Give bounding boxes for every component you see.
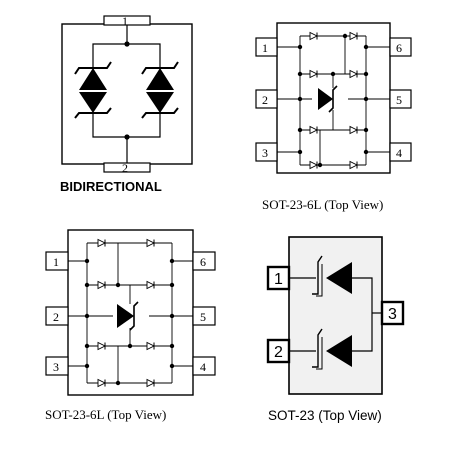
sot23-6l-bl-pin-1-label: 1 <box>53 255 59 269</box>
sot23-6l-bl-tvs-diode <box>113 301 149 331</box>
sot23-6l-tr-pin-6-label: 6 <box>396 41 402 55</box>
bidirectional-caption: BIDIRECTIONAL <box>60 179 162 194</box>
sot23-6l-bl-pin-6-label: 6 <box>200 255 206 269</box>
sot23-pin-3-label: 3 <box>388 306 397 323</box>
sot23-pin-1-label: 1 <box>274 271 283 288</box>
sot23-6l-bl-pin-5-label: 5 <box>200 310 206 324</box>
bidirectional-panel: 1 2 BIDIRECTIONAL <box>60 14 193 194</box>
sot23-6l-top-right-caption: SOT-23-6L (Top View) <box>262 197 383 212</box>
sot23-6l-top-right-panel: 1 2 3 6 5 4 <box>255 22 412 212</box>
sot23-6l-tr-pin-4-label: 4 <box>396 146 402 160</box>
bidirectional-tvs-left <box>74 61 112 119</box>
sot23-body <box>288 236 383 395</box>
sot23-tvs-lower <box>312 328 352 370</box>
bidirectional-tvs-right <box>141 61 179 119</box>
sot23-6l-tr-pin-2-label: 2 <box>262 93 268 107</box>
sot23-6l-bottom-left-panel: 1 2 3 6 5 4 <box>45 229 216 422</box>
sot23-6l-tr-pin-5-label: 5 <box>396 93 402 107</box>
sot23-6l-bl-pin-4-label: 4 <box>200 360 206 374</box>
sot23-panel: 1 2 3 SOT-23 (Top View) <box>266 236 405 423</box>
sot23-6l-tr-tvs-diode <box>312 85 348 113</box>
bidirectional-pin-2-label: 2 <box>122 161 128 175</box>
sot23-caption: SOT-23 (Top View) <box>268 408 382 423</box>
sot23-6l-bl-pin-3-label: 3 <box>53 360 59 374</box>
sot23-pin-2-label: 2 <box>274 344 283 361</box>
bidirectional-pin-1-label: 1 <box>122 14 128 28</box>
sot23-6l-bl-pin-2-label: 2 <box>53 310 59 324</box>
sot23-6l-tr-pin-1-label: 1 <box>262 41 268 55</box>
sot23-6l-bottom-left-caption: SOT-23-6L (Top View) <box>45 407 166 422</box>
sot23-6l-tr-pin-3-label: 3 <box>262 146 268 160</box>
sot23-tvs-upper <box>312 255 352 297</box>
